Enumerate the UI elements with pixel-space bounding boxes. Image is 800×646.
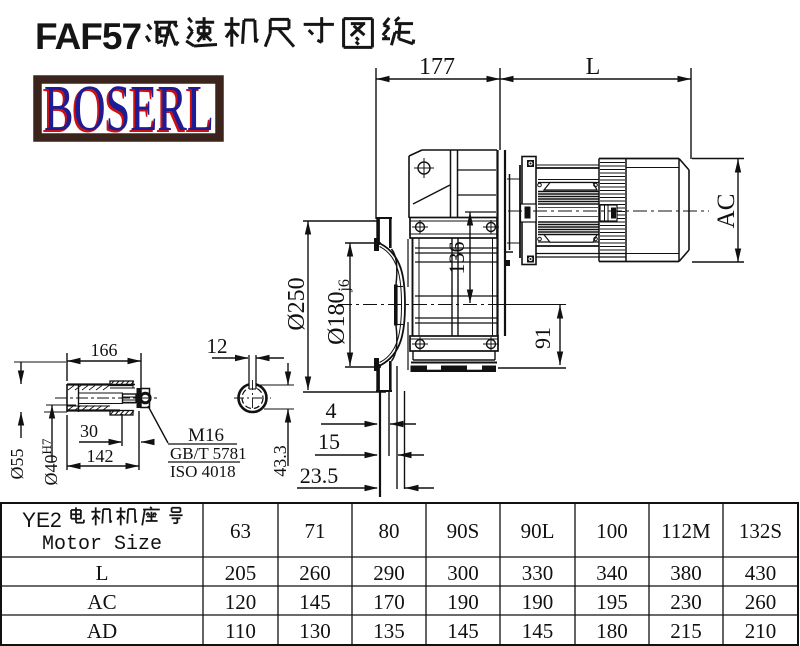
svg-text:L: L [586,54,601,80]
svg-text:145: 145 [522,619,554,643]
svg-text:145: 145 [447,619,479,643]
svg-text:BOSERL: BOSERL [42,74,212,147]
svg-text:AC: AC [713,194,740,229]
svg-text:330: 330 [522,561,554,585]
svg-text:90L: 90L [521,519,555,543]
svg-text:230: 230 [670,590,702,614]
svg-text:AD: AD [87,619,117,643]
svg-text:L: L [96,561,109,585]
svg-text:190: 190 [522,590,554,614]
svg-text:260: 260 [299,561,331,585]
svg-text:12: 12 [207,334,228,358]
svg-text:Ø250: Ø250 [284,277,310,330]
svg-text:142: 142 [87,446,114,466]
svg-text:380: 380 [670,561,702,585]
svg-text:120: 120 [225,590,257,614]
svg-text:15: 15 [318,429,340,454]
svg-text:AC: AC [87,590,116,614]
svg-text:4: 4 [326,398,337,423]
svg-text:BOSERL: BOSERL [44,72,214,145]
svg-text:430: 430 [745,561,777,585]
svg-text:215: 215 [670,619,702,643]
svg-text:145: 145 [299,590,331,614]
svg-text:166: 166 [91,340,118,360]
svg-text:Ø55: Ø55 [7,449,27,480]
svg-text:210: 210 [745,619,777,643]
svg-text:ISO 4018: ISO 4018 [170,462,236,481]
svg-text:260: 260 [745,590,777,614]
svg-text:205: 205 [225,561,257,585]
svg-text:180: 180 [596,619,628,643]
svg-text:M16: M16 [188,425,224,446]
svg-text:63: 63 [230,519,251,543]
svg-text:23.5: 23.5 [300,463,339,488]
svg-text:30: 30 [80,421,98,441]
svg-text:300: 300 [447,561,479,585]
svg-text:YE2: YE2 [22,509,62,532]
svg-text:80: 80 [379,519,400,543]
svg-text:FAF57: FAF57 [35,16,141,57]
svg-text:130: 130 [299,619,331,643]
svg-text:340: 340 [596,561,628,585]
svg-text:90S: 90S [447,519,480,543]
svg-text:177: 177 [419,54,455,80]
svg-text:71: 71 [305,519,326,543]
svg-text:190: 190 [447,590,479,614]
svg-text:135: 135 [373,619,405,643]
svg-text:Motor Size: Motor Size [42,533,162,556]
svg-text:43.3: 43.3 [270,445,290,477]
svg-text:132S: 132S [739,519,782,543]
svg-text:136: 136 [444,242,469,275]
svg-text:170: 170 [373,590,405,614]
svg-text:110: 110 [225,619,256,643]
svg-text:290: 290 [373,561,405,585]
svg-text:100: 100 [596,519,628,543]
svg-text:112M: 112M [661,519,711,543]
svg-text:195: 195 [596,590,628,614]
svg-text:91: 91 [530,327,555,349]
svg-text:GB/T 5781: GB/T 5781 [170,444,247,463]
